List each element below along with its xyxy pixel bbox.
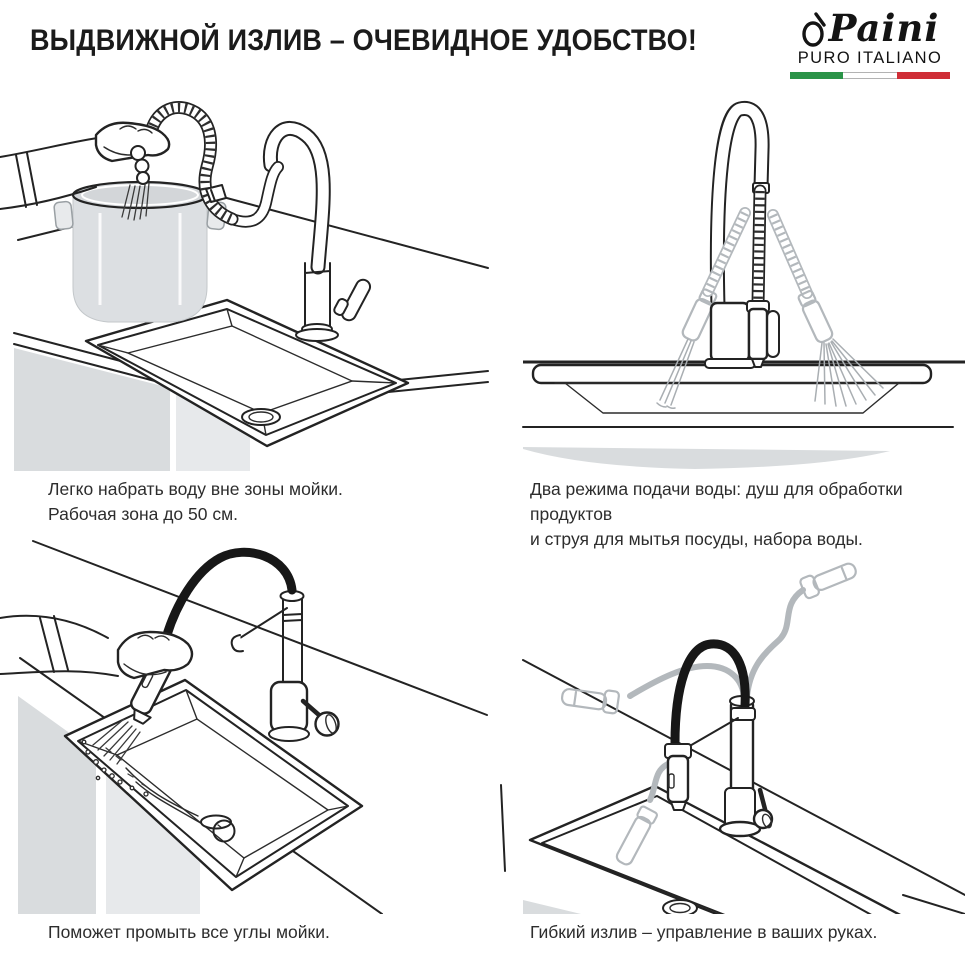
two-modes-scene — [522, 101, 965, 469]
illustration-corners — [0, 538, 490, 919]
illustration-flexible — [495, 538, 966, 936]
flag-white — [843, 72, 897, 79]
corners-scene — [0, 540, 488, 915]
brand-name: Paini — [828, 6, 940, 50]
caption-line: Поможет промыть все углы мойки. — [48, 922, 330, 942]
brand-tagline: PURO ITALIANO — [797, 49, 943, 67]
caption-flexible: Гибкий излив – управление в ваших руках. — [530, 920, 965, 945]
caption-line: Два режима подачи воды: душ для обработк… — [530, 479, 903, 524]
brand-row: Paini — [784, 10, 956, 47]
illustration-pot-fill — [0, 95, 490, 476]
caption-corners: Поможет промыть все углы мойки. — [48, 920, 488, 945]
flexible-scene — [500, 562, 966, 936]
pot-fill-scene — [0, 101, 489, 471]
caption-line: Рабочая зона до 50 см. — [48, 503, 238, 524]
caption-line: и струя для мытья посуды, набора воды. — [530, 528, 863, 549]
illustration-two-modes — [495, 95, 965, 476]
caption-line: Гибкий излив – управление в ваших руках. — [530, 922, 878, 942]
brand-logo: Paini PURO ITALIANO — [784, 10, 956, 79]
flag-green — [790, 72, 844, 79]
page-title: ВЫДВИЖНОЙ ИЗЛИВ – ОЧЕВИДНОЕ УДОБСТВО! — [30, 24, 698, 57]
italian-flag — [790, 72, 950, 79]
caption-two-modes: Два режима подачи воды: душ для обработк… — [530, 477, 965, 552]
paini-mark-icon — [801, 12, 826, 47]
caption-line: Легко набрать воду вне зоны мойки. — [48, 479, 343, 499]
flag-red — [896, 72, 950, 79]
caption-pot-fill: Легко набрать воду вне зоны мойки. Рабоч… — [48, 477, 488, 527]
